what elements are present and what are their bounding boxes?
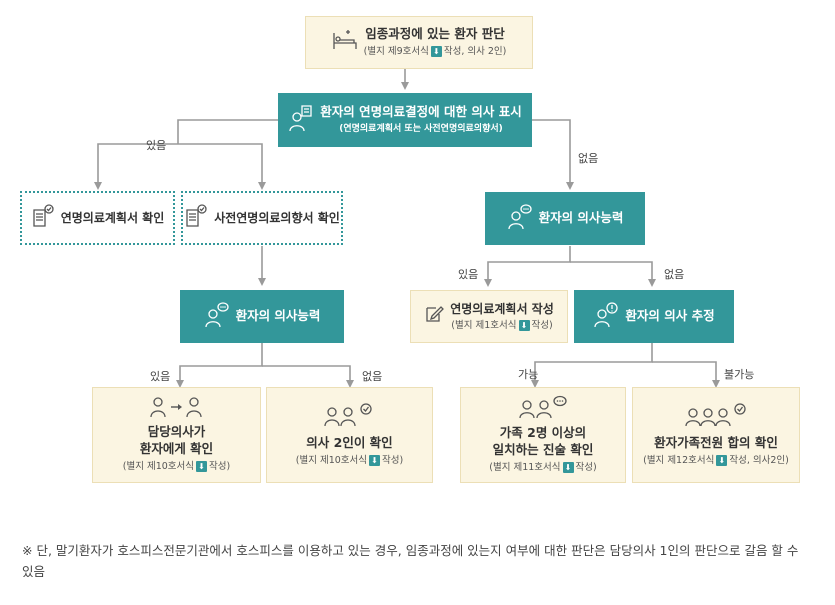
bed-patient-icon <box>332 29 358 55</box>
form-ref: (별지 제9호서식 <box>363 46 429 58</box>
two-doctors-icon <box>323 403 375 431</box>
capacity-box-right: 환자의 의사능력 <box>485 192 645 245</box>
download-icon[interactable]: ⬇ <box>369 454 381 466</box>
form-note: 작성) <box>575 462 597 474</box>
download-icon[interactable]: ⬇ <box>562 462 574 474</box>
form-note: 작성) <box>209 461 231 473</box>
label-yes: 있음 <box>150 370 171 383</box>
intent-title: 환자의 연명의료결정에 대한 의사 표시 <box>320 104 522 120</box>
estimate-intent-box: 환자의 의사 추정 <box>574 290 734 343</box>
capacity-box-left: 환자의 의사능력 <box>180 290 344 343</box>
family-statement-box: 가족 2명 이상의 일치하는 진술 확인 (별지 제11호서식⬇작성) <box>460 387 626 483</box>
form-ref: (별지 제10호서식 <box>295 454 368 466</box>
capacity-title: 환자의 의사능력 <box>235 308 321 324</box>
write-plan-box: 연명의료계획서 작성 (별지 제1호서식⬇작성) <box>410 290 568 343</box>
attending-title-line2: 환자에게 확인 <box>139 441 214 457</box>
confirm-advance-box: 사전연명의료의향서 확인 <box>181 191 343 245</box>
label-no: 없음 <box>362 370 383 383</box>
two-doctors-title: 의사 2인이 확인 <box>306 434 393 450</box>
form-ref: (별지 제11호서식 <box>489 462 561 474</box>
two-doctors-confirm-box: 의사 2인이 확인 (별지 제10호서식⬇작성) <box>266 387 433 483</box>
form-ref: (별지 제10호서식 <box>122 461 195 473</box>
document-check-icon <box>31 204 55 232</box>
terminal-judgment-box: 임종과정에 있는 환자 판단 (별지 제9호서식⬇작성, 의사 2인) <box>305 16 533 69</box>
doctor-to-patient-icon <box>150 396 203 422</box>
label-yes: 있음 <box>146 139 167 152</box>
intent-sub: (연명의료계획서 또는 사전연명의료의향서) <box>339 124 503 135</box>
terminal-judgment-title: 임종과정에 있는 환자 판단 <box>365 26 505 42</box>
label-possible: 가능 <box>518 368 539 381</box>
download-icon[interactable]: ⬇ <box>518 319 530 331</box>
attending-title-line1: 담당의사가 <box>147 424 206 440</box>
person-exclaim-icon <box>593 301 619 332</box>
label-no: 없음 <box>578 152 599 165</box>
download-icon[interactable]: ⬇ <box>430 46 442 58</box>
download-icon[interactable]: ⬇ <box>196 461 208 473</box>
label-yes: 있음 <box>458 268 479 281</box>
form-note: 작성, 의사2인) <box>729 454 789 466</box>
form-note: 작성, 의사 2인) <box>443 46 507 58</box>
intent-expression-box: 환자의 연명의료결정에 대한 의사 표시 (연명의료계획서 또는 사전연명의료의… <box>278 93 532 147</box>
attending-confirm-box: 담당의사가 환자에게 확인 (별지 제10호서식⬇작성) <box>92 387 261 483</box>
family-check-icon <box>684 403 748 431</box>
confirm-advance-title: 사전연명의료의향서 확인 <box>214 210 340 225</box>
family-consent-box: 환자가족전원 합의 확인 (별지 제12호서식⬇작성, 의사2인) <box>632 387 800 483</box>
label-impossible: 불가능 <box>724 368 755 381</box>
estimate-title: 환자의 의사 추정 <box>625 308 715 324</box>
confirm-plan-box: 연명의료계획서 확인 <box>20 191 175 245</box>
form-note: 작성) <box>531 319 553 331</box>
document-check-icon <box>184 204 208 232</box>
form-ref: (별지 제12호서식 <box>643 454 715 466</box>
person-document-icon <box>288 104 314 136</box>
person-speech-icon <box>507 203 533 234</box>
footnote: ※ 단, 말기환자가 호스피스전문기관에서 호스피스를 이용하고 있는 경우, … <box>22 543 799 579</box>
form-ref: (별지 제1호서식 <box>451 319 517 331</box>
label-no: 없음 <box>664 268 685 281</box>
download-icon[interactable]: ⬇ <box>716 454 728 466</box>
write-plan-title: 연명의료계획서 작성 <box>450 301 554 316</box>
family-statement-title-line2: 일치하는 진술 확인 <box>492 442 594 458</box>
family-consent-title: 환자가족전원 합의 확인 <box>654 434 778 450</box>
family-statement-title-line1: 가족 2명 이상의 <box>499 425 587 441</box>
form-note: 작성) <box>382 454 404 466</box>
family-speech-icon <box>517 395 569 423</box>
capacity-title: 환자의 의사능력 <box>538 210 624 226</box>
person-speech-icon <box>204 301 230 332</box>
pencil-icon <box>424 304 445 328</box>
confirm-plan-title: 연명의료계획서 확인 <box>60 210 165 225</box>
